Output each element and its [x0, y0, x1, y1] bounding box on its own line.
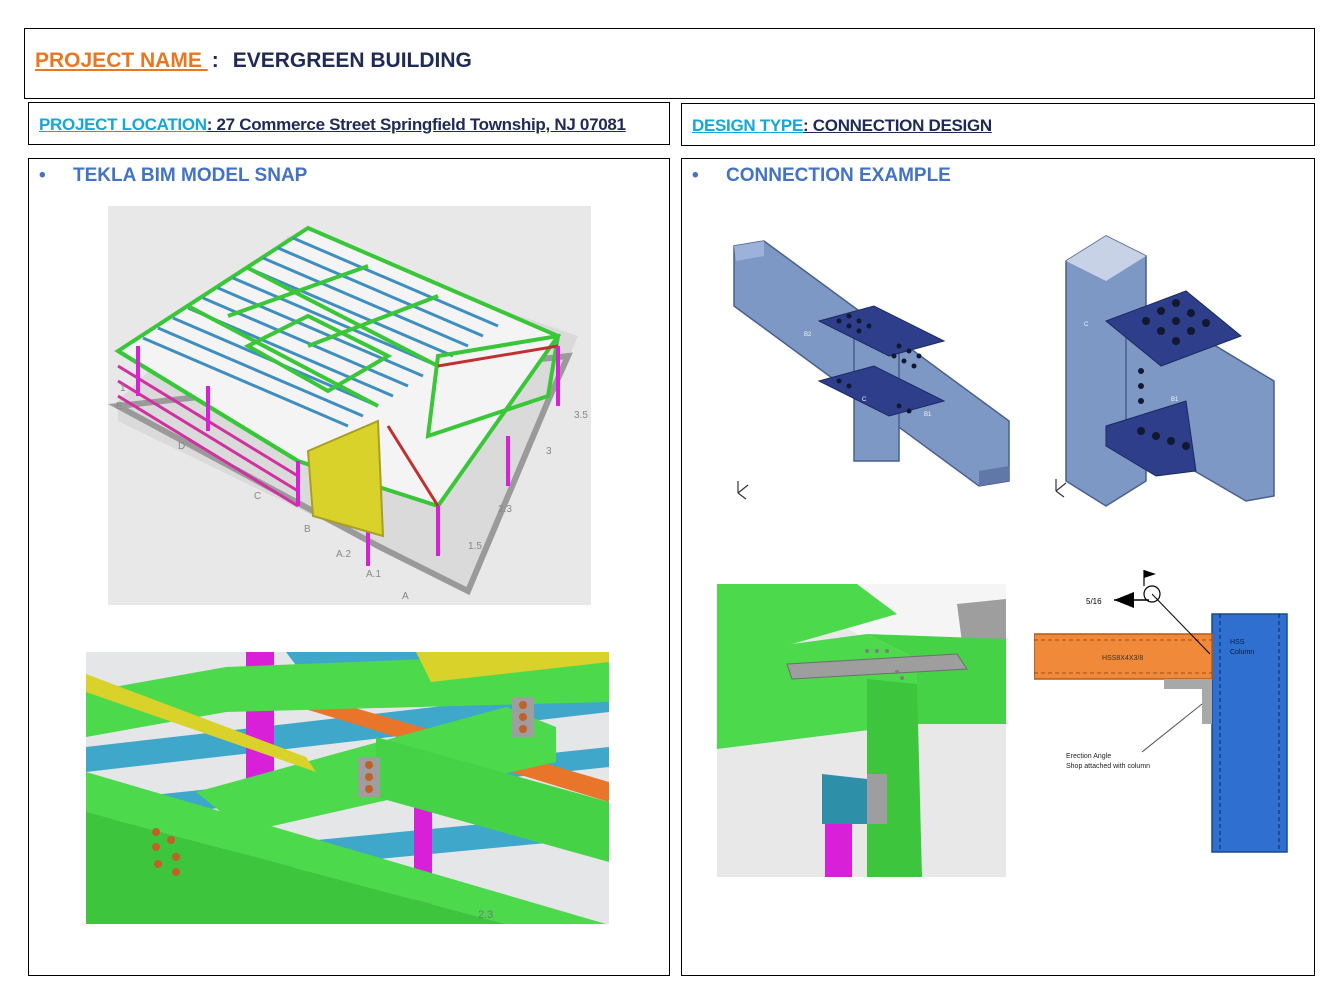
beam-section-label: HSS8X4X3/8 [1102, 655, 1143, 662]
grid-label: B [304, 524, 311, 535]
connection-splice-image: B2 C B1 [724, 231, 1024, 521]
right-panel-title: CONNECTION EXAMPLE [726, 165, 951, 186]
location-line: PROJECT LOCATION: 27 Commerce Street Spr… [39, 115, 626, 135]
grid-label: 1.5 [468, 541, 482, 552]
location-box: PROJECT LOCATION: 27 Commerce Street Spr… [28, 102, 670, 145]
right-panel-heading: • CONNECTION EXAMPLE [692, 165, 951, 187]
bim-detail-image: 2.3 [86, 652, 609, 924]
connection-closeup-image [717, 584, 1006, 877]
bullet-mark: • [39, 165, 46, 186]
bullet-mark: • [692, 165, 699, 186]
grid-label: 2.3 [498, 504, 512, 515]
project-name-label: PROJECT NAME [35, 49, 208, 72]
grid-label: 3 [546, 446, 552, 457]
design-type-line: DESIGN TYPE: CONNECTION DESIGN [692, 116, 992, 136]
right-panel: • CONNECTION EXAMPLE B2 C B1 [681, 158, 1315, 976]
grid-label: A.1 [366, 569, 381, 580]
connection-hss-image: C B1 [1046, 231, 1291, 521]
grid-label: 1 [120, 383, 126, 394]
grid-label: A.2 [336, 549, 351, 560]
separator: : [211, 49, 219, 72]
model-tag: B1 [924, 412, 932, 418]
design-type-value: : CONNECTION DESIGN [803, 116, 992, 135]
grid-label: C [254, 491, 261, 502]
model-tag: C [1084, 322, 1089, 328]
grid-label: 3.5 [574, 410, 588, 421]
grid-label: D [178, 441, 185, 452]
connection-weld-detail-image: 5/16 HSS8X4X3/8 HSS Column Erection Angl… [1034, 564, 1292, 856]
grid-label: A [402, 591, 409, 602]
column-label-1: HSS [1230, 639, 1245, 646]
header-box: PROJECT NAME : EVERGREEN BUILDING [24, 28, 1315, 99]
detail-grid-label: 2.3 [478, 909, 493, 921]
weld-size-label: 5/16 [1086, 597, 1102, 606]
design-type-label: DESIGN TYPE [692, 116, 804, 135]
grid-label: E [116, 401, 123, 412]
bim-model-overview-image: E D C B A.2 A.1 A 1 1.5 2.3 3 3.5 [108, 206, 591, 605]
model-tag: C [862, 397, 867, 403]
project-name-value: EVERGREEN BUILDING [232, 49, 472, 72]
angle-note-2: Shop attached with column [1066, 763, 1150, 770]
left-panel-heading: • TEKLA BIM MODEL SNAP [39, 165, 307, 187]
location-value: : 27 Commerce Street Springfield Townshi… [206, 115, 626, 134]
column-label-2: Column [1230, 649, 1254, 656]
left-panel: • TEKLA BIM MODEL SNAP [28, 158, 670, 976]
design-type-box: DESIGN TYPE: CONNECTION DESIGN [681, 103, 1315, 146]
location-label: PROJECT LOCATION [39, 115, 207, 134]
angle-note-1: Erection Angle [1066, 753, 1111, 760]
model-tag: B1 [1171, 397, 1179, 403]
left-panel-title: TEKLA BIM MODEL SNAP [73, 165, 308, 186]
project-name-line: PROJECT NAME : EVERGREEN BUILDING [35, 49, 472, 73]
model-tag: B2 [804, 332, 812, 338]
